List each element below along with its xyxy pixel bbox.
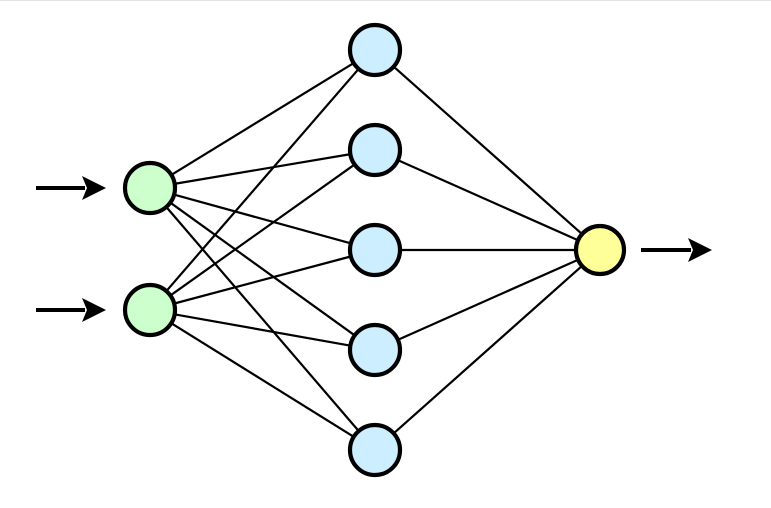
input-arrow-2-head [82,298,106,322]
output-arrow-1-head [688,238,712,262]
input-arrow-1-head [82,176,106,200]
edge-h5-o1 [393,265,582,434]
edge-h2-o1 [398,159,578,241]
edges-group [166,62,582,438]
edge-i2-h5 [171,322,354,438]
edge-i2-h4 [175,313,350,347]
edge-i1-h4 [170,202,355,336]
edge-i1-h1 [171,62,354,176]
node-o1-output[interactable] [573,223,627,277]
node-h3-hidden[interactable] [347,222,403,278]
io-arrows-group [36,176,712,322]
edge-i2-h2 [170,164,355,296]
edge-i2-h1 [166,69,359,291]
node-i1-input[interactable] [122,160,178,216]
edge-i1-h2 [175,153,350,185]
node-h5-hidden[interactable] [347,422,403,478]
nodes-group [122,22,627,478]
edge-i1-h5 [166,207,359,431]
node-h4-hidden[interactable] [347,322,403,378]
node-h1-hidden[interactable] [347,22,403,78]
edge-h4-o1 [398,259,578,341]
edge-i2-h3 [175,255,350,305]
node-i2-input[interactable] [122,282,178,338]
edge-h1-o1 [393,66,582,235]
node-h2-hidden[interactable] [347,122,403,178]
edge-i1-h3 [174,193,351,245]
